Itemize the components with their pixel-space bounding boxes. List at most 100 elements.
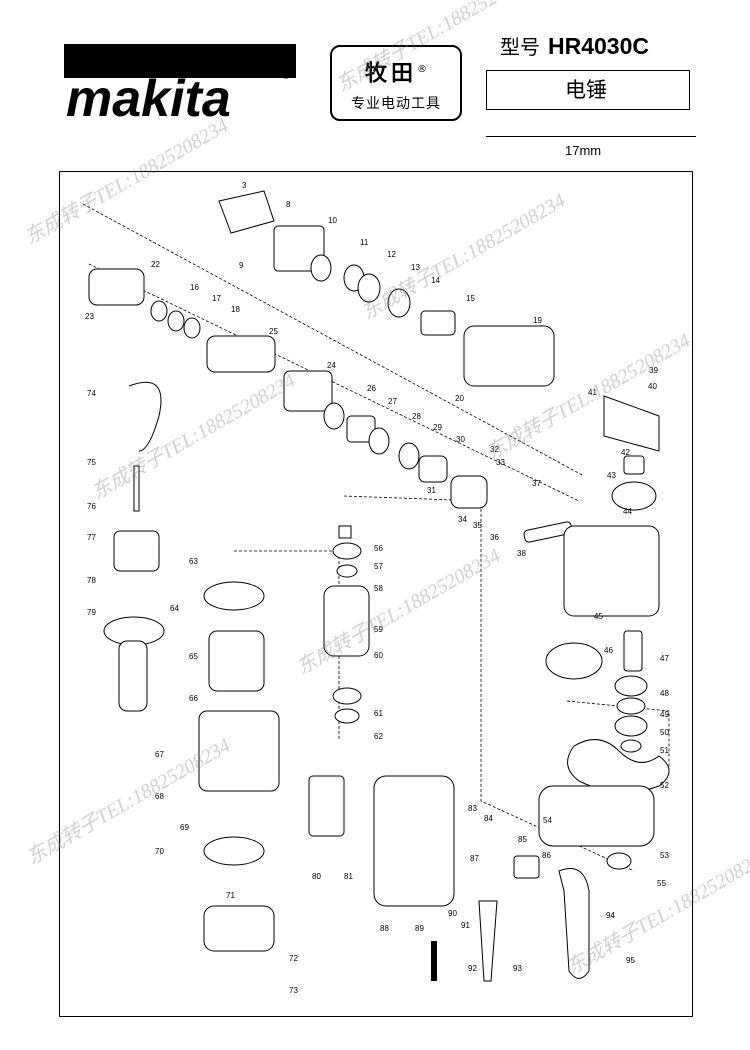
part-number-50: 50 [660,728,669,737]
part-number-70: 70 [155,847,164,856]
part-number-83: 83 [468,804,477,813]
part-number-17: 17 [212,294,221,303]
part-28-ring [368,427,390,455]
part-3-bracket [218,190,275,234]
part-number-43: 43 [607,471,616,480]
part-number-47: 47 [660,654,669,663]
part-number-36: 36 [490,533,499,542]
part-93-cord-guard [478,900,498,982]
part-number-68: 68 [155,792,164,801]
diagram-frame [59,171,693,1017]
part-46-gear [545,642,603,680]
part-number-18: 18 [231,305,240,314]
part-number-72: 72 [289,954,298,963]
product-name: 电锤 [565,78,607,102]
part-number-32: 32 [490,445,499,454]
part-number-42: 42 [621,448,630,457]
part-number-80: 80 [312,872,321,881]
part-number-88: 88 [380,924,389,933]
part-number-61: 61 [374,709,383,718]
part-63-fan [203,581,265,611]
part-58-ring [336,564,358,578]
makita-logo-text: makita [66,70,231,120]
part-number-46: 46 [604,646,613,655]
part-75-rod [133,465,140,512]
part-29-ring [398,442,420,470]
part-number-95: 95 [626,956,635,965]
part-number-81: 81 [344,872,353,881]
part-number-94: 94 [606,911,615,920]
part-86-switch [513,855,540,879]
model-number: HR4030C [548,33,649,59]
part-number-86: 86 [542,851,551,860]
part-number-20: 20 [455,394,464,403]
part-57-washer [332,542,362,560]
part-number-66: 66 [189,694,198,703]
part-shapes [88,190,670,982]
part-56-bearing [338,525,352,539]
part-number-53: 53 [660,851,669,860]
part-62-bearing [334,708,360,724]
part-number-59: 59 [374,625,383,634]
part-number-77: 77 [87,533,96,542]
part-number-76: 76 [87,502,96,511]
part-number-65: 65 [189,652,198,661]
part-number-15: 15 [466,294,475,303]
part-number-19: 19 [533,316,542,325]
exploded-view-diagram: 3891011121314151617181920222324252627282… [82,181,670,995]
part-number-24: 24 [327,361,336,370]
part-43-gear [611,481,657,511]
part-number-9: 9 [239,261,244,270]
part-80-plate [308,775,345,837]
part-25-tube [206,335,276,373]
part-number-79: 79 [87,608,96,617]
part-33-crank [450,475,488,509]
part-number-55: 55 [657,879,666,888]
part-53-gear-housing [538,785,655,847]
part-number-49: 49 [660,710,669,719]
spec-divider [486,136,696,137]
part-50-washer [614,715,648,737]
part-number-56: 56 [374,544,383,553]
part-55-bearing [606,852,632,870]
part-number-74: 74 [87,389,96,398]
part-number-91: 91 [461,921,470,930]
part-number-16: 16 [190,283,199,292]
part-number-13: 13 [411,263,420,272]
part-number-3: 3 [242,181,247,190]
part-94-rear-handle [558,868,590,979]
part-52-gasket [567,739,670,793]
part-14-ring [387,288,411,318]
part-number-40: 40 [648,382,657,391]
part-number-22: 22 [151,260,160,269]
part-51-ring [620,739,642,753]
part-13-ring [357,273,381,303]
part-72-end-cover [203,905,275,952]
part-number-75: 75 [87,458,96,467]
svg-text:R: R [283,71,288,78]
part-number-58: 58 [374,584,383,593]
makita-logo: makita R [64,44,296,120]
part-number-28: 28 [412,412,421,421]
part-number-62: 62 [374,732,383,741]
part-number-31: 31 [427,486,436,495]
part-number-10: 10 [328,216,337,225]
part-number-85: 85 [518,835,527,844]
product-name-box: 电锤 [486,70,690,110]
part-45-crankcase [563,525,660,617]
part-number-14: 14 [431,276,440,285]
part-number-69: 69 [180,823,189,832]
part-number-25: 25 [269,327,278,336]
model-row: 型号 HR4030C [500,31,649,61]
part-number-52: 52 [660,781,669,790]
part-number-23: 23 [85,312,94,321]
part-number-33: 33 [496,458,505,467]
part-number-35: 35 [473,521,482,530]
part-number-48: 48 [660,689,669,698]
part-59-armature [323,585,370,657]
model-label: 型号 [500,35,540,59]
part-61-bearing [332,687,362,705]
part-number-labels: 3891011121314151617181920222324252627282… [85,181,669,995]
part-17-ring [167,310,185,332]
part-74-strap [128,381,162,452]
